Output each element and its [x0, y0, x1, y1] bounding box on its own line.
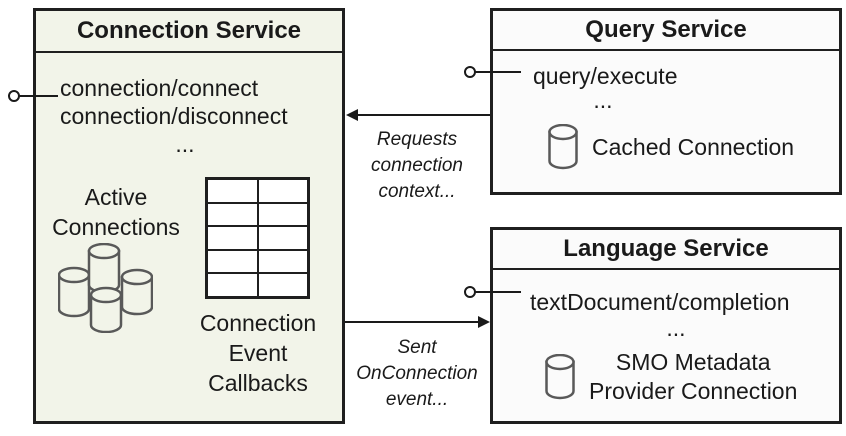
connection-service-box: Connection Service connection/connect co…	[33, 8, 345, 424]
language-endpoint-connector-line	[475, 291, 521, 293]
requests-arrow-head	[346, 109, 358, 121]
sent-arrow-line	[345, 321, 479, 323]
language-service-box: Language Service textDocument/completion…	[490, 227, 842, 424]
active-connections-cluster-icon	[58, 243, 153, 333]
requests-arrow-line	[356, 114, 490, 116]
smo-metadata-item: SMO Metadata Provider Connection	[545, 346, 797, 408]
method-label: query/execute	[533, 63, 678, 89]
method-label: textDocument/completion	[530, 289, 790, 315]
active-connections-label: Active Connections	[52, 184, 180, 240]
cached-connection-item: Cached Connection	[548, 123, 794, 171]
sent-onconnection-event-label: Sent OnConnection event...	[356, 337, 478, 410]
ellipsis-label: ...	[175, 131, 195, 157]
method-label: connection/disconnect	[60, 103, 288, 129]
query-endpoint-connector-line	[475, 71, 521, 73]
language-service-title: Language Service	[493, 230, 839, 270]
sent-arrow-head	[478, 316, 490, 328]
smo-metadata-label: SMO Metadata Provider Connection	[589, 349, 798, 404]
requests-connection-context-label: Requests connection context...	[371, 129, 463, 202]
connection-service-title: Connection Service	[36, 11, 342, 53]
database-cylinder-icon	[545, 354, 575, 400]
method-label: connection/connect	[60, 75, 259, 101]
query-service-title: Query Service	[493, 11, 839, 51]
ellipsis-label: ...	[593, 87, 613, 113]
query-service-box: Query Service query/execute ... Cached C…	[490, 8, 842, 195]
ellipsis-label: ...	[666, 315, 686, 341]
database-cylinder-icon	[548, 124, 578, 170]
connection-event-callbacks-label: Connection Event Callbacks	[199, 310, 317, 396]
connection-endpoint-connector-line	[19, 95, 58, 97]
cached-connection-label: Cached Connection	[592, 133, 795, 160]
connection-methods: connection/connect connection/disconnect…	[60, 74, 310, 158]
callbacks-table-icon	[205, 177, 310, 299]
